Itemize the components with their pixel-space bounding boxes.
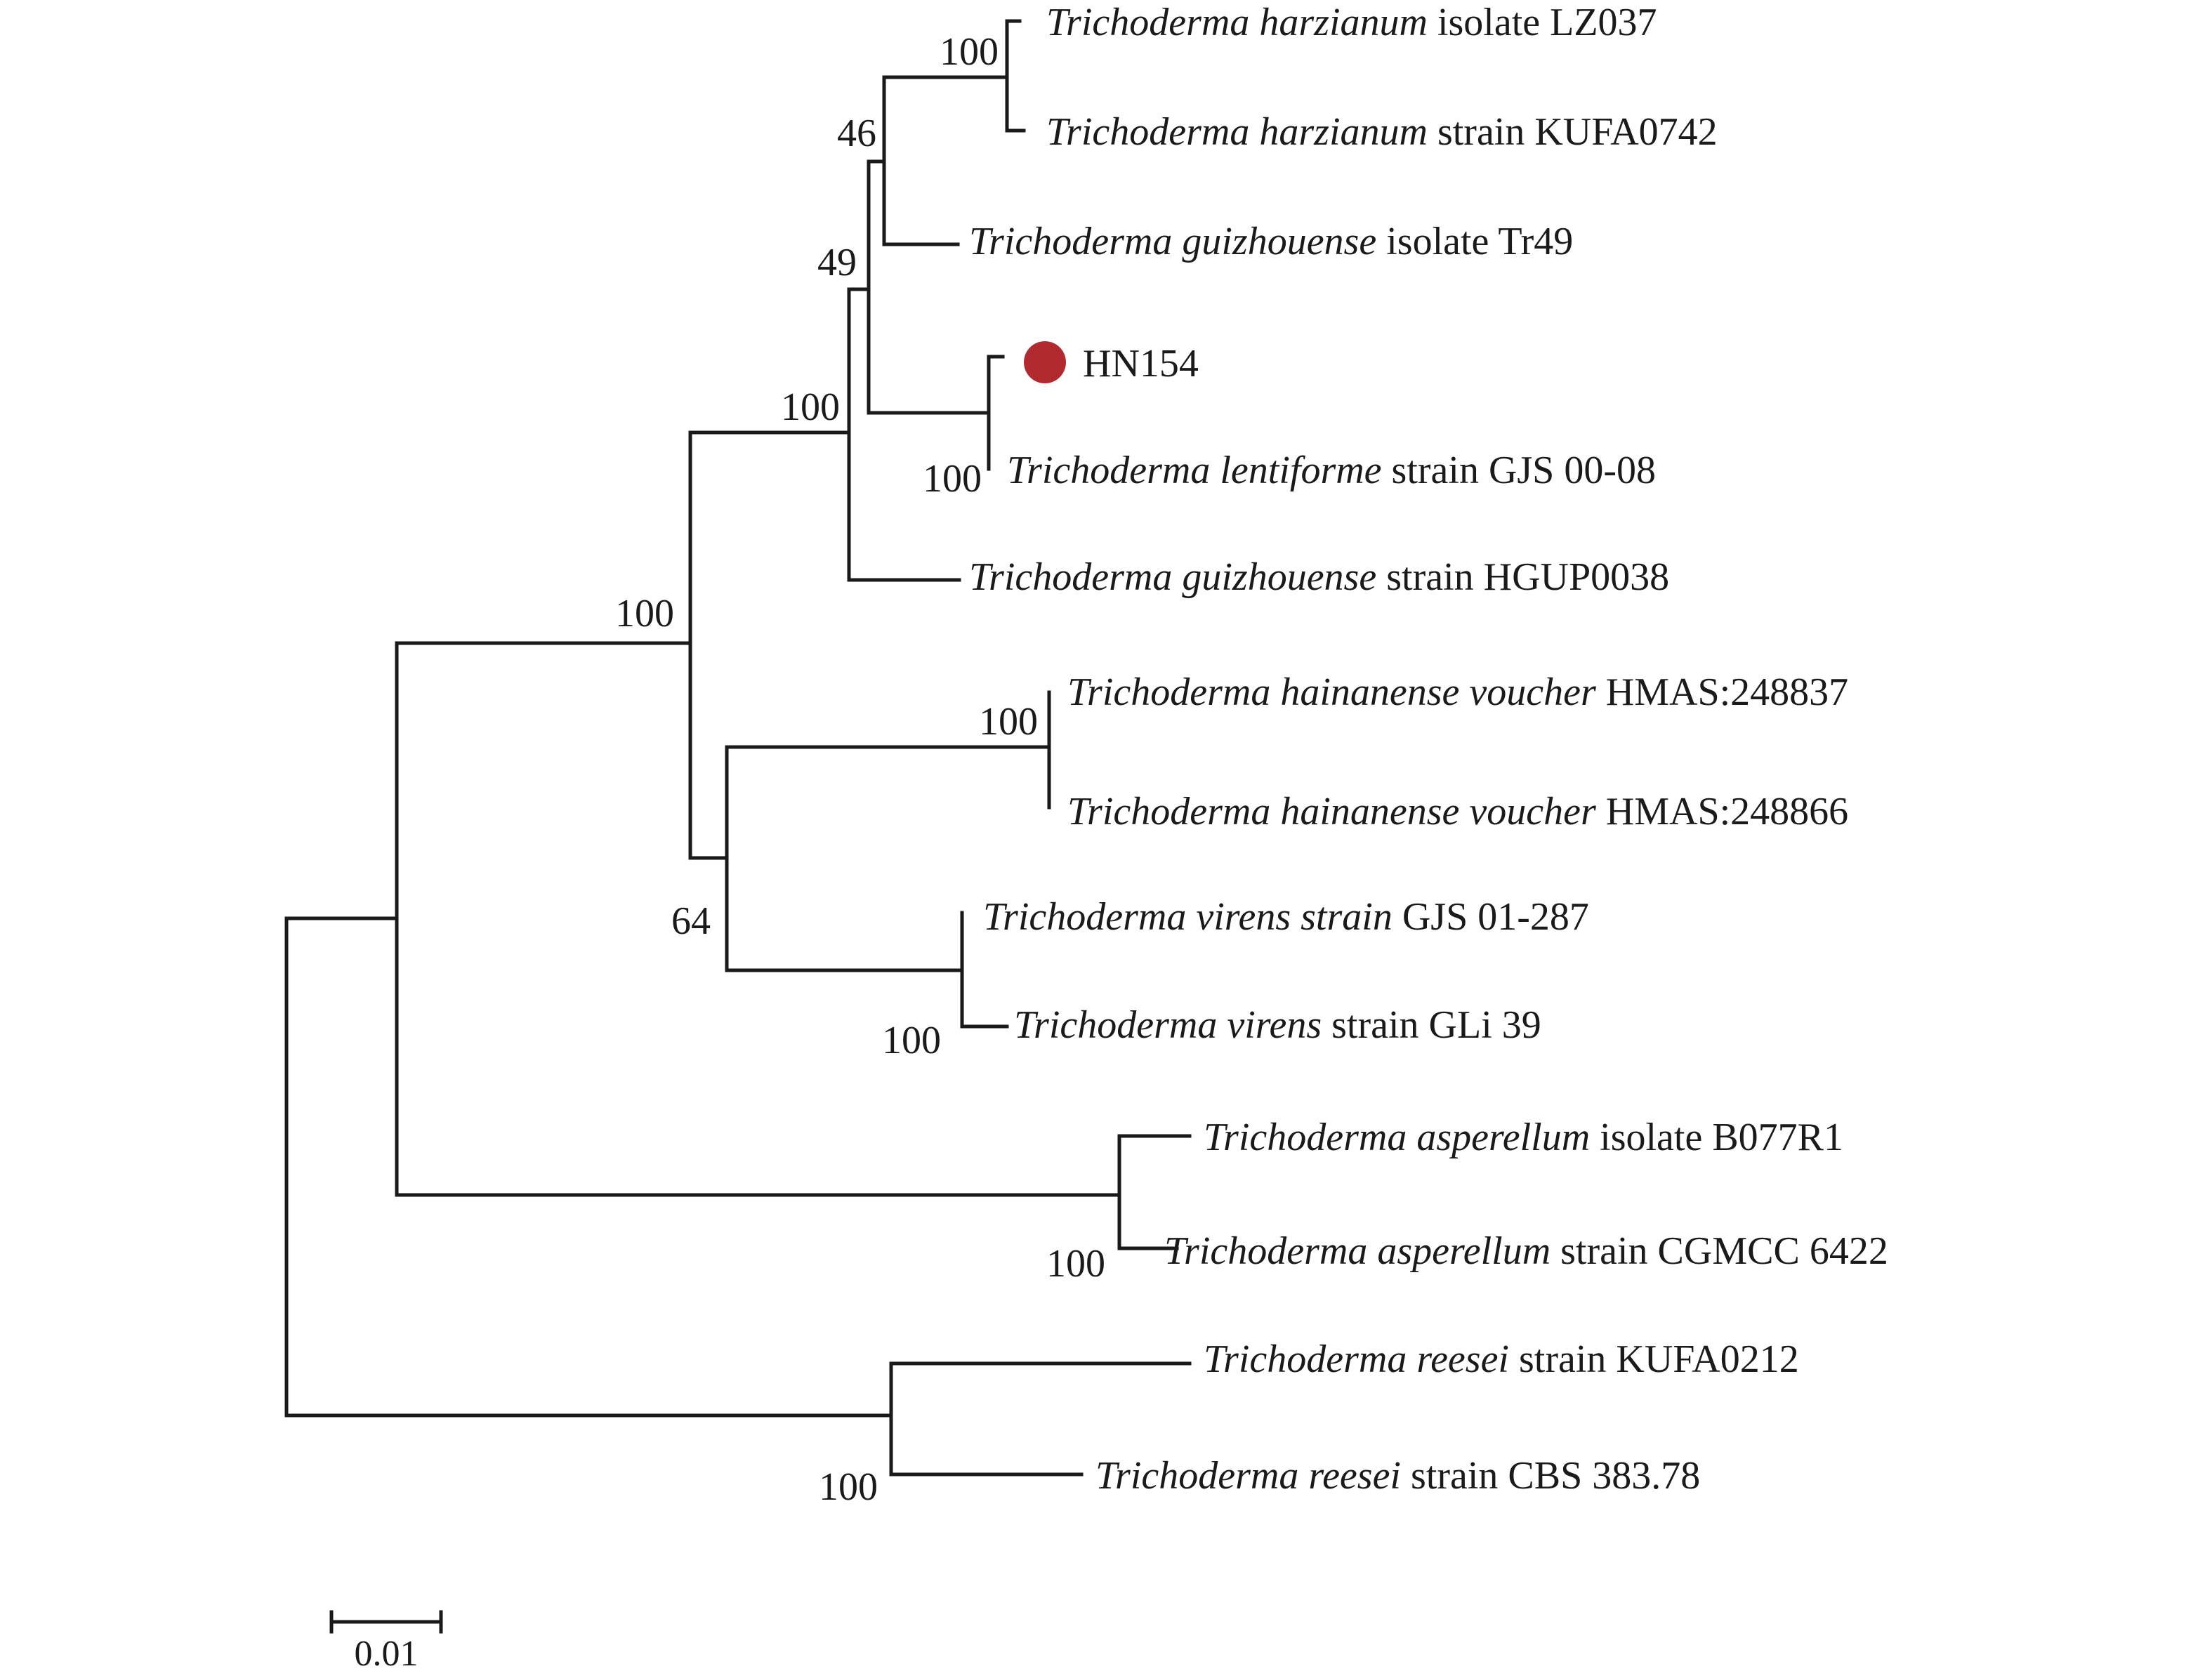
scale-bar: 0.01 [329, 1610, 443, 1671]
support-value: 100 [781, 385, 840, 429]
support-value: 64 [671, 899, 711, 943]
taxon-label: Trichoderma asperellum isolate B077R1 [1204, 1116, 1843, 1159]
support-value: 49 [817, 241, 857, 284]
taxon-label: Trichoderma lentiforme strain GJS 00-08 [1007, 449, 1656, 492]
taxon-label: Trichoderma guizhouense isolate Tr49 [969, 220, 1573, 263]
support-value: 100 [882, 1019, 941, 1062]
support-value: 46 [837, 112, 876, 155]
support-value: 100 [979, 700, 1038, 744]
scale-bar-line [329, 1610, 443, 1634]
scale-bar-label: 0.01 [355, 1634, 419, 1671]
taxon-label: Trichoderma hainanense voucher HMAS:2488… [1067, 671, 1848, 714]
taxon-label: Trichoderma harzianum strain KUFA0742 [1046, 110, 1718, 154]
taxon-labels: Trichoderma harzianum isolate LZ037 Tric… [969, 1, 1888, 1498]
taxon-label-hn154: HN154 [1083, 342, 1199, 385]
support-value: 100 [819, 1465, 878, 1509]
support-value: 100 [1046, 1242, 1105, 1286]
support-values: 100 46 49 100 100 100 64 100 100 100 100 [615, 30, 1105, 1509]
taxon-label: Trichoderma virens strain GLi 39 [1014, 1003, 1541, 1047]
support-value: 100 [923, 457, 982, 501]
taxon-label: Trichoderma reesei strain CBS 383.78 [1095, 1454, 1700, 1498]
taxon-label: Trichoderma reesei strain KUFA0212 [1204, 1338, 1799, 1381]
tree-branches [284, 19, 1192, 1477]
taxon-label: Trichoderma guizhouense strain HGUP0038 [969, 555, 1669, 599]
taxon-label: Trichoderma harzianum isolate LZ037 [1046, 1, 1657, 44]
support-value: 100 [940, 30, 999, 74]
taxon-label: Trichoderma hainanense voucher HMAS:2488… [1067, 790, 1848, 833]
taxon-label: Trichoderma asperellum strain CGMCC 6422 [1164, 1229, 1888, 1273]
support-value: 100 [615, 592, 674, 635]
taxon-label: Trichoderma virens strain GJS 01-287 [983, 895, 1589, 939]
hn154-marker-icon [1024, 341, 1066, 383]
